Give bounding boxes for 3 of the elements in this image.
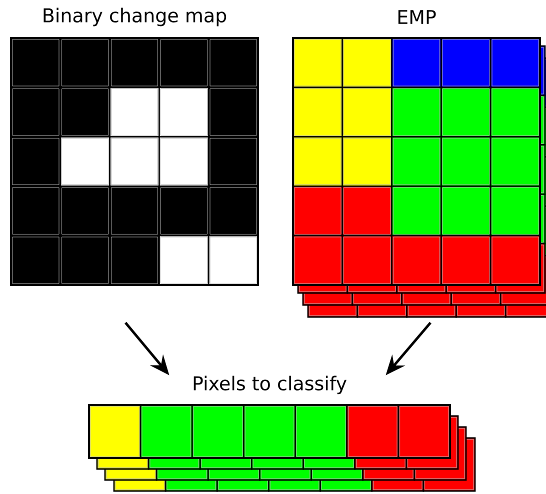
grid-title: EMP — [398, 10, 436, 24]
grid-title: Binary change map — [44, 8, 226, 26]
grid-title: Pixels to classify — [194, 376, 346, 394]
